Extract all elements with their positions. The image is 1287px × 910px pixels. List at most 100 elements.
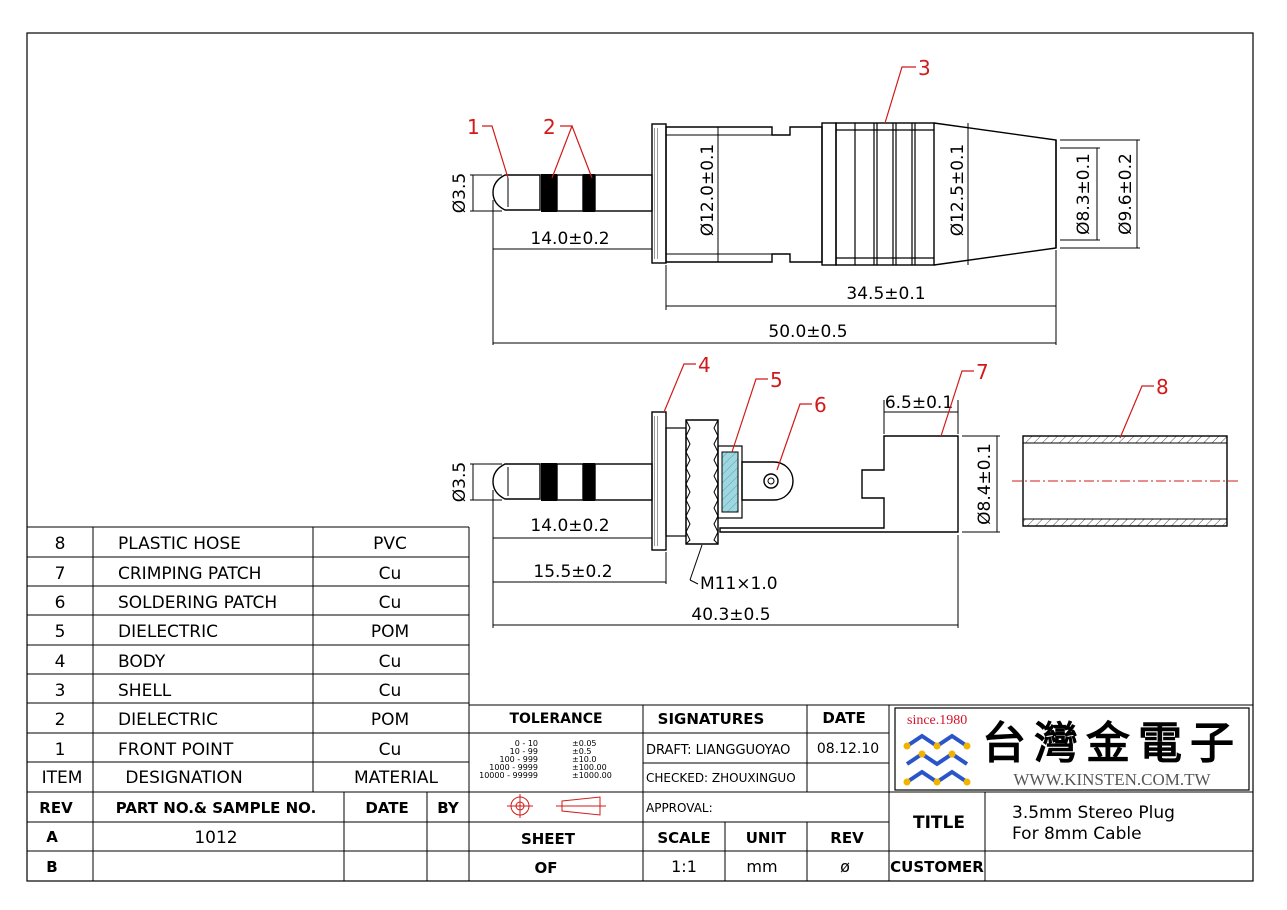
callout-4: 4 [698,353,711,377]
sheet-border [26,32,1254,882]
draft-date: 08.12.10 [817,741,879,757]
bom-row-designation: DIELECTRIC [118,710,218,730]
of-label: OF [535,859,558,877]
dim-d125: Ø12.5±0.1 [948,144,968,237]
tolerance-range-1: 10 - 99 [510,747,538,756]
bom-row-item: 7 [55,564,66,584]
callout-5: 5 [770,368,783,392]
unit-value: mm [746,857,777,876]
part-callouts: 1 2 3 4 5 6 7 8 [467,56,1169,471]
rev-row-a: A [46,828,58,846]
dim-l403: 40.3±0.5 [691,605,770,625]
callout-1: 1 [467,115,480,139]
logo-url: WWW.KINSTEN.COM.TW [1013,770,1211,789]
bom-row-item: 2 [55,710,66,730]
bom-row-designation: BODY [118,652,166,672]
bill-of-materials: 8 PLASTIC HOSE PVC 7 CRIMPING PATCH Cu 6 SOLDER… [27,526,1253,881]
bom-row-designation: DIELECTRIC [118,622,218,642]
bom-row-item: 1 [55,740,66,760]
customer-label: CUSTOMER [890,858,984,876]
revision-table: REV PART NO.& SAMPLE NO. DATE BY A 1012 … [27,792,1253,881]
title-label: TITLE [913,813,965,833]
bom-row-material: POM [371,622,409,642]
bom-row-material: PVC [373,534,407,554]
rev-label: REV [830,829,864,847]
bom-row-material: POM [371,710,409,730]
tolerance-value-0: ±0.05 [572,739,597,748]
bom-header-material: MATERIAL [354,768,439,788]
dim-d120: Ø12.0±0.1 [698,144,718,237]
date-title: DATE [822,709,865,727]
bom-header-designation: DESIGNATION [125,768,242,788]
logo-chinese-name: 台灣金電子 [982,719,1242,768]
dim-l14-bottom: 14.0±0.2 [530,516,609,536]
callout-2: 2 [543,115,556,139]
callout-7: 7 [976,360,989,384]
rev-header-rev: REV [39,799,73,817]
bom-row-designation: SOLDERING PATCH [118,593,277,613]
tolerance-value-2: ±10.0 [572,755,597,764]
dim-d84: Ø8.4±0.1 [975,443,995,525]
rev-header-part: PART NO.& SAMPLE NO. [116,799,317,817]
dim-d35-top: Ø3.5 [450,173,470,213]
top-view-dimensions [470,123,1140,345]
bom-row-designation: CRIMPING PATCH [118,564,261,584]
dim-l500: 50.0±0.5 [768,322,847,342]
callout-6: 6 [814,393,827,417]
dim-d35-bottom: Ø3.5 [450,462,470,502]
exploded-view-dimensions [470,400,1000,628]
signatures-title: SIGNATURES [658,710,765,728]
rev-row-b: B [46,858,57,876]
tolerance-range-0: 0 - 10 [515,739,538,748]
bom-row-item: 5 [55,622,66,642]
dim-l155: 15.5±0.2 [533,562,612,582]
logo-mark-icon [903,733,971,786]
bom-row-designation: FRONT POINT [118,740,234,760]
tolerance-range-2: 100 - 999 [499,755,538,764]
callout-3: 3 [918,56,931,80]
dim-l14-top: 14.0±0.2 [530,229,609,249]
plug-exploded-view [492,411,1238,551]
approval-label: APPROVAL: [646,801,713,815]
tolerance-range-3: 1000 - 9999 [489,763,538,772]
rev-row-a-part: 1012 [194,828,237,848]
bom-row-item: 4 [55,652,66,672]
dim-l65: 6.5±0.1 [885,393,953,413]
projection-symbol-icon [507,794,606,818]
title-line-1: 3.5mm Stereo Plug [1012,803,1175,823]
callout-8: 8 [1156,375,1169,399]
tolerance-value-4: ±1000.00 [572,771,612,780]
title-line-2: For 8mm Cable [1012,824,1142,844]
bom-row-material: Cu [379,593,402,613]
rev-header-by: BY [437,799,460,817]
checked-signature: CHECKED: ZHOUXINGUO [646,771,796,785]
dim-d83: Ø8.3±0.1 [1074,153,1094,235]
bom-row-designation: SHELL [118,681,172,701]
tolerance-table: 0 - 10 10 - 99 100 - 999 1000 - 9999 100… [479,739,612,780]
draft-signature: DRAFT: LIANGGUOYAO [646,743,790,758]
plug-top-view [492,122,1057,266]
unit-label: UNIT [746,829,787,847]
rev-value: ø [840,857,850,876]
company-logo: since.1980 台灣金電子 WWW.KINSTEN.COM.TW [894,707,1250,791]
bom-row-material: Cu [379,681,402,701]
bom-row-item: 3 [55,681,66,701]
dimension-labels: Ø3.5 14.0±0.2 Ø12.0±0.1 Ø12.5±0.1 Ø8.3±0… [450,144,1136,625]
scale-value: 1:1 [671,857,697,876]
bom-row-material: Cu [379,740,402,760]
tolerance-value-1: ±0.5 [572,747,591,756]
sheet-label: SHEET [521,830,576,848]
tolerance-title: TOLERANCE [509,711,602,727]
title-block: TOLERANCE 0 - 10 10 - 99 100 - 999 1000 … [469,704,1253,881]
logo-since: since.1980 [907,713,967,728]
bom-row-material: Cu [379,652,402,672]
dim-m11: M11×1.0 [700,574,778,594]
rev-header-date: DATE [365,799,408,817]
bom-row-item: 8 [55,534,66,554]
bom-row-item: 6 [55,593,66,613]
bom-row-designation: PLASTIC HOSE [118,534,241,554]
bom-row-material: Cu [379,564,402,584]
tolerance-value-3: ±100.00 [572,763,607,772]
scale-label: SCALE [657,829,710,847]
